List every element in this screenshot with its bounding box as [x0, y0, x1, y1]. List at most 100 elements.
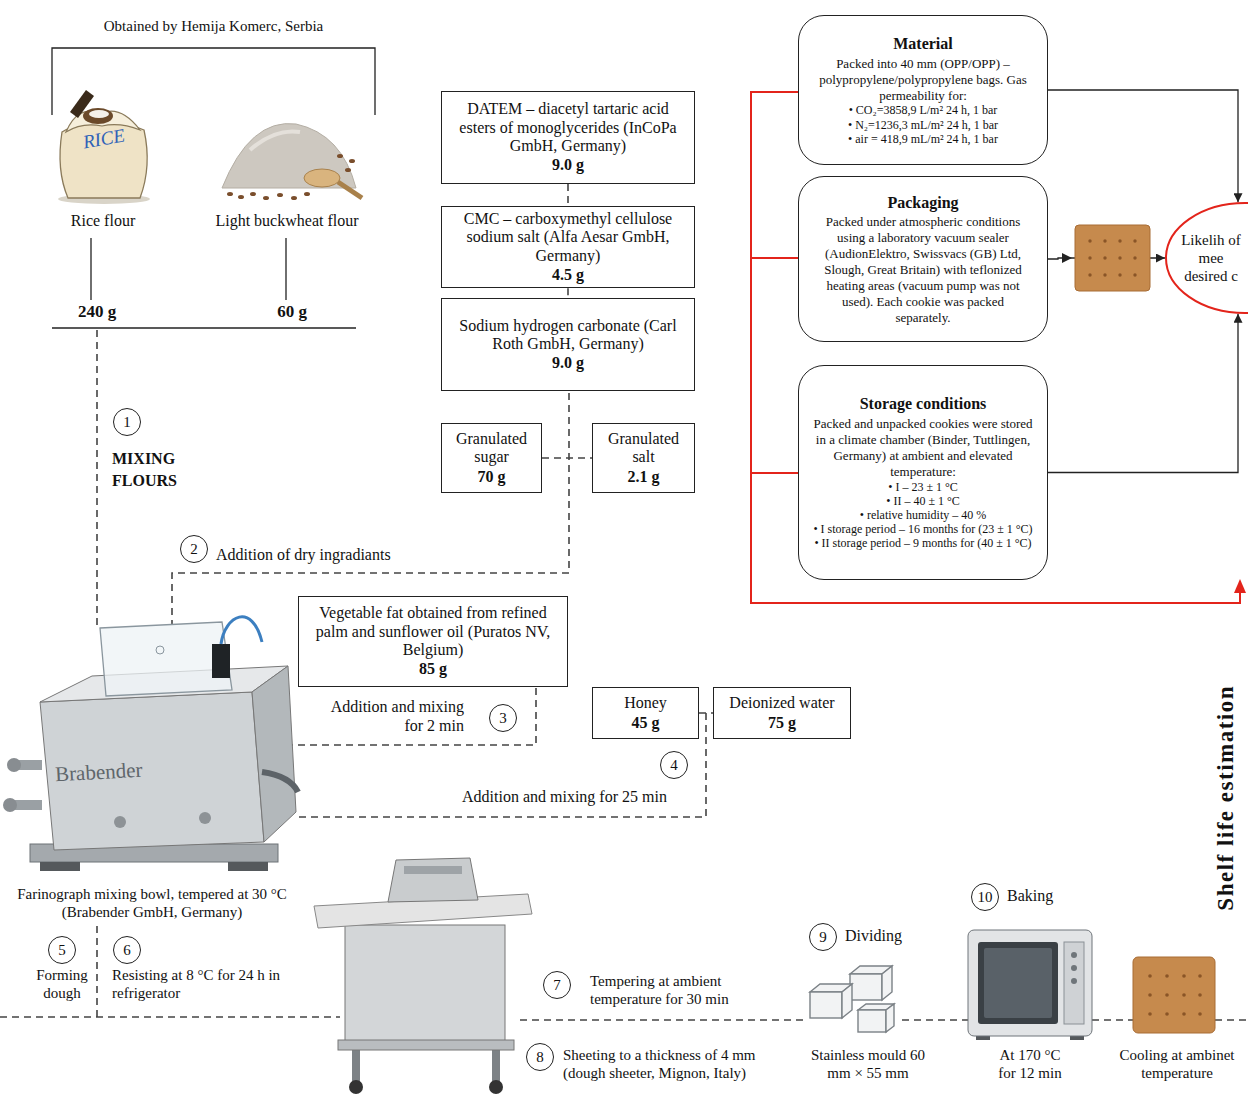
- brand-print: Brabender: [54, 758, 143, 788]
- connector: [542, 457, 592, 459]
- mixer-front: [40, 692, 264, 850]
- node-text: 2: [190, 542, 198, 557]
- source-bracket: [52, 48, 375, 115]
- red-bracket: [751, 472, 798, 474]
- mixer-foot: [228, 862, 268, 871]
- rice: [89, 110, 109, 118]
- section-title: Shelf life estimation: [1212, 648, 1240, 948]
- cookie: [1075, 225, 1150, 291]
- red-arrowhead: [1234, 579, 1246, 593]
- step-number: 4: [660, 751, 688, 779]
- node-detail: • II storage period – 9 months for (40 ±…: [814, 536, 1031, 550]
- source-note: Obtained by Hemija Komerc, Serbia: [52, 17, 375, 35]
- hole: [1148, 974, 1152, 978]
- hole: [1165, 1012, 1169, 1016]
- bolt: [199, 812, 211, 824]
- step-number: 8: [526, 1043, 554, 1071]
- node-detail: 4.5 g: [552, 265, 584, 284]
- sheeter-shelf: [338, 1040, 514, 1050]
- node-text: 5: [58, 943, 66, 958]
- node-text: 3: [499, 711, 507, 726]
- seed: [250, 192, 256, 196]
- oven-illustration: [968, 930, 1092, 1040]
- wheel: [349, 1080, 363, 1094]
- hole: [1182, 993, 1186, 997]
- node-detail: 75 g: [768, 713, 796, 732]
- mould-front: [810, 992, 842, 1018]
- step-label: Addition of dry ingradiants: [216, 545, 391, 564]
- seed: [238, 195, 244, 199]
- node-text: 7: [553, 978, 561, 993]
- flow-line: [96, 926, 98, 1017]
- node-text: Packaging: [887, 193, 958, 214]
- roller-housing: [388, 858, 478, 902]
- step-title: MIXING FLOURS: [112, 448, 207, 491]
- node-detail: 9.0 g: [552, 155, 584, 174]
- hole: [1118, 273, 1121, 276]
- mould-side: [882, 966, 892, 1000]
- outcome-ellipse: Likelih of mee desired c: [1165, 202, 1248, 314]
- mixer-illustration: [3, 617, 298, 871]
- equipment-caption: At 170 °C for 12 min: [992, 1046, 1068, 1082]
- node-detail: 9.0 g: [552, 353, 584, 372]
- valve: [7, 758, 21, 772]
- ingredient-box: Granulated salt2.1 g: [592, 423, 695, 493]
- hole: [1198, 1012, 1202, 1016]
- flow-line: [286, 688, 536, 745]
- mixer-foot: [40, 862, 80, 871]
- flow-line: [96, 330, 98, 625]
- node-text: CMC – carboxymethyl cellulose sodium sal…: [448, 210, 688, 265]
- connector: [699, 712, 713, 714]
- hole: [1182, 1012, 1186, 1016]
- step-number: 1: [113, 408, 141, 436]
- info-box: MaterialPacked into 40 mm (OPP/OPP) – po…: [798, 15, 1048, 165]
- valve: [3, 798, 17, 812]
- node-detail: Packed and unpacked cookies were stored …: [813, 416, 1033, 479]
- node-detail: 45 g: [632, 713, 660, 732]
- node-text: 8: [536, 1050, 544, 1065]
- ingredient-box: DATEM – diacetyl tartaric acid esters of…: [441, 91, 695, 184]
- flour-highlight: [250, 131, 300, 150]
- hole: [1118, 239, 1121, 242]
- step-label: Baking: [1007, 886, 1053, 905]
- step-number: 10: [971, 883, 999, 911]
- oven-door: [978, 942, 1058, 1024]
- seed: [277, 193, 283, 197]
- flow-line: [1092, 1019, 1133, 1021]
- hole: [1198, 993, 1202, 997]
- flow-line: [172, 393, 569, 624]
- scoop-handle: [338, 182, 362, 198]
- step-number: 3: [489, 704, 517, 732]
- roller: [404, 866, 462, 874]
- node-detail: 2.1 g: [628, 467, 660, 486]
- oven-body: [968, 930, 1092, 1036]
- hole: [1182, 974, 1186, 978]
- flow-line: [0, 1016, 340, 1018]
- flow-line: [902, 1019, 968, 1021]
- hole: [1133, 256, 1136, 259]
- node-text: Material: [893, 34, 953, 55]
- sheeter-leg: [352, 1045, 360, 1083]
- shelf-life-bracket: [751, 92, 1240, 603]
- cookie-illustration: [1133, 957, 1215, 1033]
- step-number: 7: [543, 971, 571, 999]
- seed: [349, 159, 355, 163]
- equipment-caption: Stainless mould 60 mm × 55 mm: [808, 1046, 928, 1082]
- node-text: 4: [670, 758, 678, 773]
- node-detail: • air = 418,9 mL/m² 24 h, 1 bar: [848, 132, 998, 146]
- flour-stem: [90, 238, 91, 300]
- sensor: [212, 644, 230, 678]
- amount: 240 g: [57, 302, 137, 322]
- oven-button: [1071, 965, 1077, 971]
- red-bracket: [751, 257, 798, 259]
- flour-heap: [222, 124, 356, 188]
- step-number: 5: [48, 936, 76, 964]
- node-text: DATEM – diacetyl tartaric acid esters of…: [448, 100, 688, 155]
- node-text: Likelih of mee desired c: [1178, 231, 1244, 285]
- oven-window: [984, 948, 1052, 1018]
- hole: [1088, 256, 1091, 259]
- node-text: 9: [819, 930, 827, 945]
- ingredient-name: Rice flour: [43, 211, 163, 230]
- hole: [1148, 993, 1152, 997]
- step-label: Addition and mixing for 2 min: [312, 697, 464, 735]
